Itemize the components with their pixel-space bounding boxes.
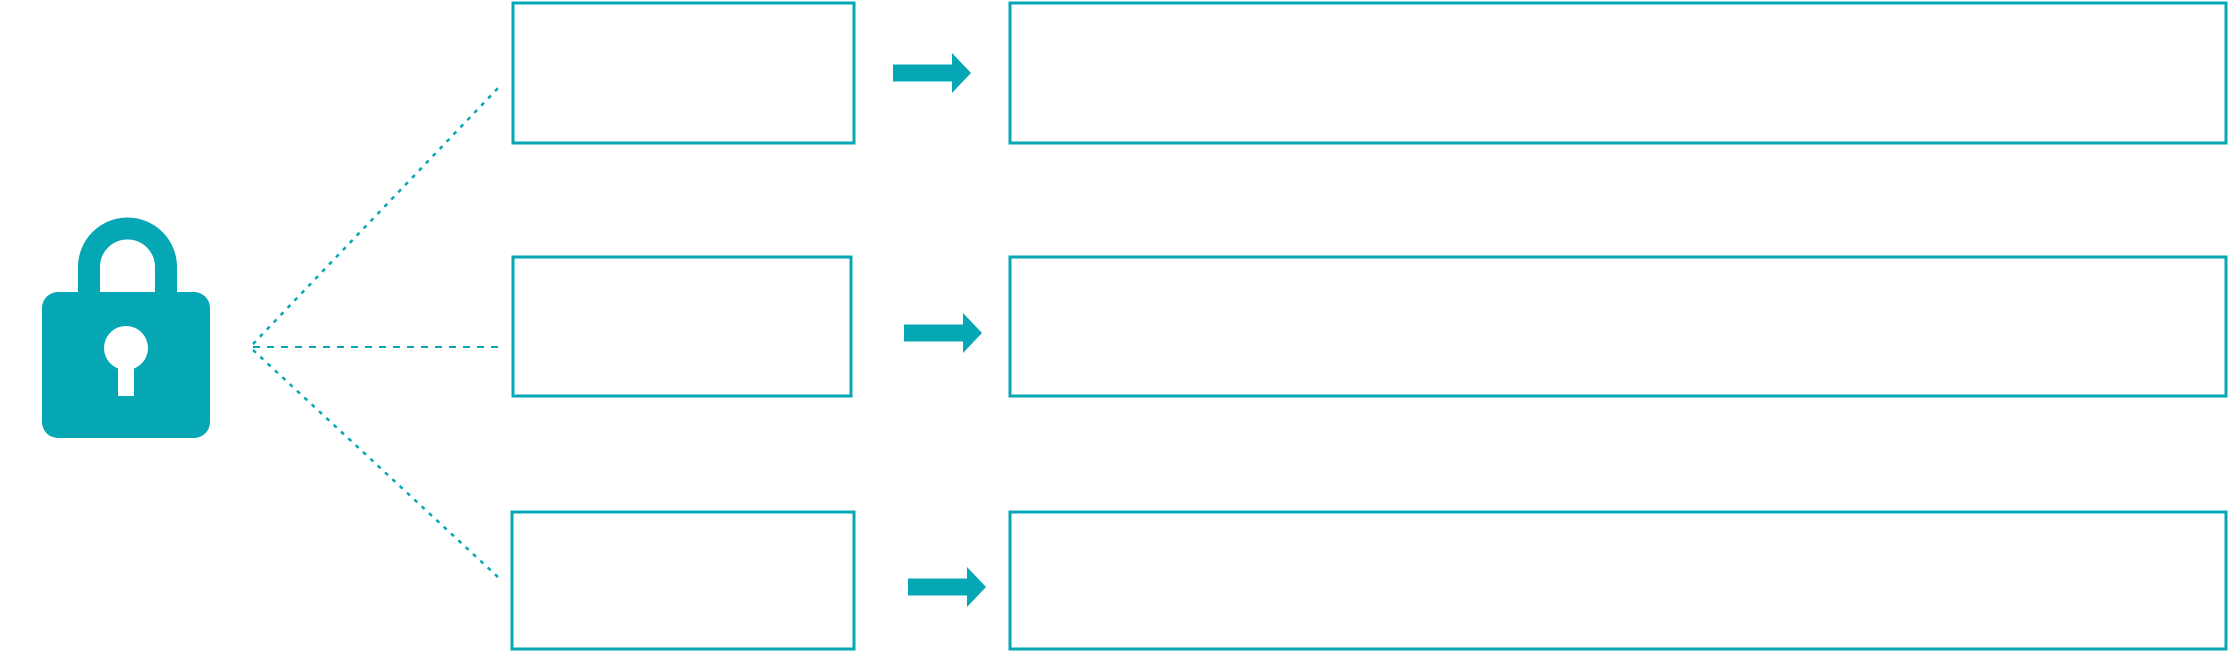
connector-line-top — [252, 85, 501, 345]
lock-keyhole-stem — [118, 348, 134, 396]
connector-line-bottom — [252, 349, 500, 579]
target-box-3 — [1008, 510, 2228, 651]
arrow-right-icon — [893, 53, 971, 93]
arrow-right-icon — [908, 567, 986, 607]
lock-shackle — [78, 217, 177, 312]
flow-row-2 — [511, 255, 2228, 398]
flow-row-3 — [510, 510, 2228, 651]
lock-icon — [42, 217, 210, 438]
source-box-3 — [510, 510, 856, 651]
target-box-1 — [1008, 1, 2228, 145]
flow-row-1 — [511, 1, 2228, 145]
source-box-2 — [511, 255, 853, 398]
source-box-1 — [511, 1, 856, 145]
target-box-2 — [1008, 255, 2228, 398]
arrow-right-icon — [904, 313, 982, 353]
